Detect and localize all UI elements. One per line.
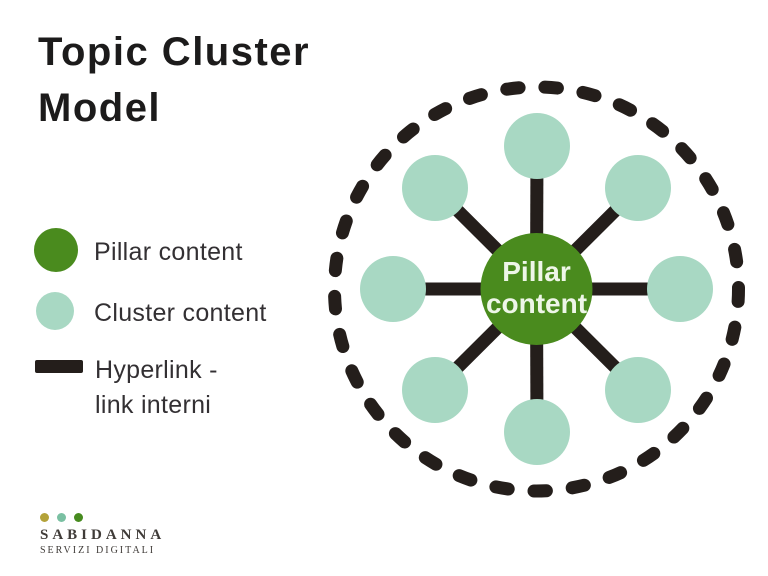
page-title-line2: Model	[38, 86, 162, 130]
cluster-node-circle-right	[647, 256, 713, 322]
cluster-node-circle-top	[504, 113, 570, 179]
cluster-content-swatch-circle	[36, 292, 74, 330]
cluster-node-circle-top-left	[402, 155, 468, 221]
logo-tagline: SERVIZI DIGITALI	[40, 545, 156, 556]
pillar-content-label: Pillar content	[94, 238, 243, 266]
pillar-content-swatch-circle	[34, 228, 78, 272]
logo-dot-gold	[40, 513, 49, 522]
logo-dot-green	[74, 513, 83, 522]
pillar-hub-circle	[480, 233, 593, 345]
hyperlink-swatch-bar	[35, 360, 83, 373]
hub-label-line1: Pillar	[502, 256, 571, 287]
cluster-content-label: Cluster content	[94, 299, 267, 327]
hyperlink-label: Hyperlink - link interni	[95, 353, 218, 423]
hub-label-line2: content	[486, 288, 587, 319]
page-title-line1: Topic Cluster	[38, 30, 311, 74]
cluster-node-circle-bottom-right	[605, 357, 671, 423]
outer-dashed-ring	[328, 80, 745, 498]
hyperlink-label-line2: link interni	[95, 391, 212, 419]
logo-brand-name: SABIDANNA	[40, 527, 166, 543]
cluster-node-circle-left	[360, 256, 426, 322]
cluster-node-circle-top-right	[605, 155, 671, 221]
cluster-node-circle-bottom-left	[402, 357, 468, 423]
hyperlink-label-line1: Hyperlink -	[95, 356, 218, 384]
cluster-node-circle-bottom	[504, 399, 570, 465]
logo-dot-seafoam	[57, 513, 66, 522]
page-title: Topic Cluster Model	[38, 24, 310, 136]
